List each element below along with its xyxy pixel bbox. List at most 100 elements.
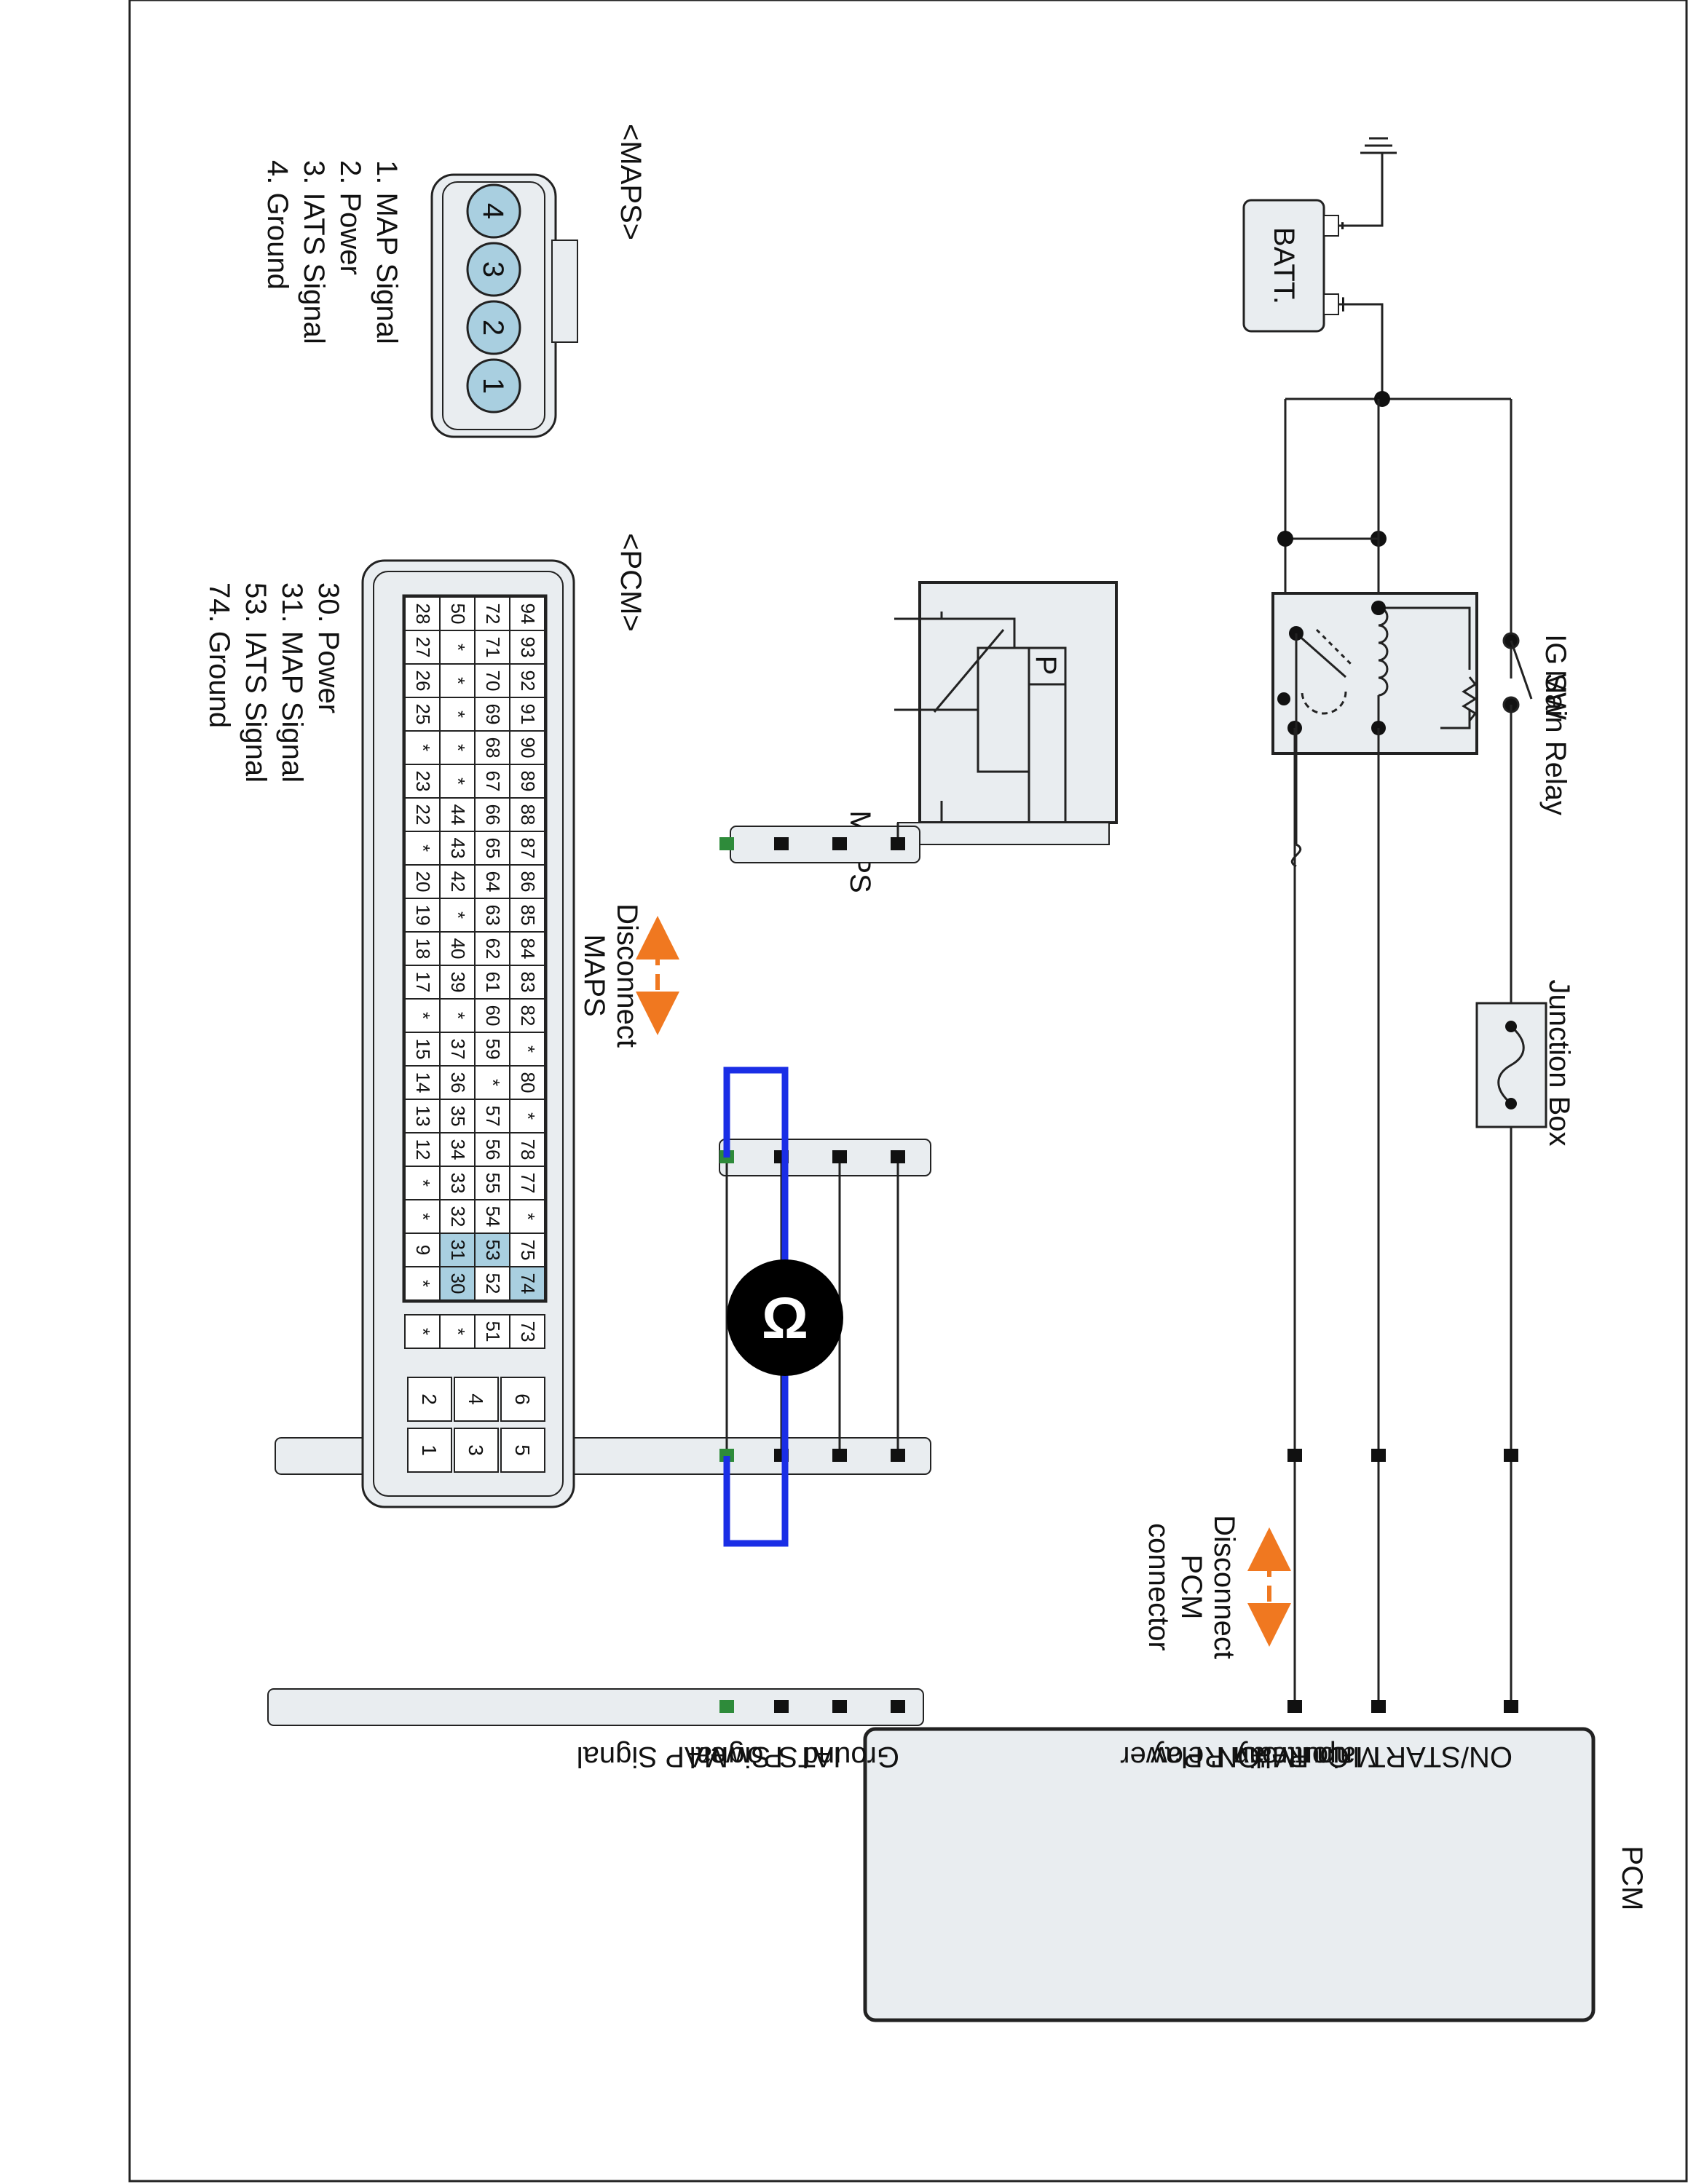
main-relay [1271,592,1478,755]
pcm-pin-number: 53 [482,1240,504,1261]
svg-text:Disconnect: Disconnect [1208,1515,1240,1659]
pcm-pin-number: 60 [482,1005,504,1026]
pcm-pin-label: ON/START Input [1295,1741,1513,1773]
pcm-pin-number: * [447,744,469,751]
maps-sensor: P [894,581,1118,845]
pcm-pin-number: * [447,778,469,785]
pcm-pin-number: 63 [482,905,504,926]
pcm-pin-number: 71 [482,637,504,658]
pcm-pin-label: IATS Signal [690,1741,841,1773]
pcm-pin-number: 61 [482,972,504,993]
pcm-pin-number: 73 [517,1321,539,1342]
pcm-pin-number: 14 [412,1072,434,1093]
ig-sw-label: IG SW [1539,634,1571,720]
pcm-pin-number: 85 [517,905,539,926]
maps-pin-2 [466,300,521,355]
pcm-power-pin [407,1377,452,1422]
pcm-power-pin [500,1428,545,1473]
maps-pin-1 [466,358,521,414]
pcm-pin-number: * [447,1328,469,1335]
pcm-pin-label-line2: 'ON' Power [1120,1741,1266,1773]
pcm-pin-number: * [412,1213,434,1220]
ohm-symbol: Ω [762,1286,808,1350]
pcm-pin-number: 90 [517,737,539,759]
svg-text:Disconnect: Disconnect [611,903,643,1048]
pcm-pin-number: * [447,911,469,919]
wire-batt-plus [1338,303,1384,399]
pcm-pin-number: 52 [482,1273,504,1294]
pcm-pin-number: 12 [412,1139,434,1160]
pcm-pin-number: 69 [482,704,504,725]
pcm-pin-number: 44 [447,804,469,826]
pcm-pin-number: 91 [517,704,539,725]
pcm-pin-number: 27 [412,637,434,658]
pcm-power-pin-number: 5 [511,1444,534,1456]
pcm-pin-number: 87 [517,838,539,859]
disconnect-pcm-text: Disconnect PCM connector [1143,1515,1240,1659]
pcm-connector [267,1688,924,1726]
pcm-pin-label: Ground [802,1741,899,1773]
pcm-pin-number: 83 [517,972,539,993]
pcm-pin-number: 54 [482,1206,504,1227]
pcm-connector-face: <PCM> 94939291908988878685848382*80*7877… [361,533,647,1508]
pcm-power-pin-number: 3 [465,1444,487,1456]
junction-dot [1374,391,1390,407]
junction-box-label: Junction Box [1543,979,1575,1146]
maps-pin-number: 1 [477,378,509,394]
pcm-pin-number: 33 [447,1173,469,1194]
pcm-pin-number: 26 [412,670,434,692]
pcm-pin-number: 31 [447,1240,469,1261]
pcm-pin-number: 62 [482,938,504,960]
pcm-pin-number: 9 [412,1245,434,1255]
pcm-pin-number: 93 [517,637,539,658]
svg-text:connector: connector [1143,1523,1175,1651]
pcm-pin-number: 74 [517,1273,539,1294]
ohmmeter: Ω [727,1259,843,1376]
pcm-pin-number: 94 [517,604,539,625]
svg-text:MAPS: MAPS [578,934,610,1016]
main-relay-label: Main Relay [1539,670,1571,815]
pcm-pin-number: 20 [412,871,434,893]
pcm-power-pin [407,1428,452,1473]
pcm-pin-number: 55 [482,1173,504,1194]
pcm-power-pin-number: 4 [465,1393,487,1405]
pcm-pin-number: * [447,711,469,718]
pcm-pin-number: 72 [482,604,504,625]
pcm-pin-number: 88 [517,804,539,826]
pcm-pin-number: 17 [412,972,434,993]
pcm-pin-number: 18 [412,938,434,960]
battery-label: BATT. [1268,227,1300,304]
pcm-pin-number: * [517,1045,539,1053]
pcm-connector-title: <PCM> [615,533,647,632]
ground-symbol [1338,137,1397,227]
maps-pin-number: 3 [477,261,509,277]
pcm-module [863,1727,1596,2022]
pcm-pin-number: 65 [482,838,504,859]
pcm-pin-number: 78 [517,1139,539,1160]
pcm-power-pin [454,1377,499,1422]
pcm-power-pin [500,1377,545,1422]
maps-pin-number: 2 [477,320,509,336]
pcm-pin-number: 82 [517,1005,539,1026]
pcm-pin-number: * [412,844,434,852]
pcm-pin-number: 37 [447,1039,469,1060]
pcm-pin-number: 56 [482,1139,504,1160]
maps-legend-item: 1. MAP Signal [371,160,403,344]
pcm-pin-label: Main Relay [1151,1741,1296,1773]
pcm-pin-number: * [412,744,434,751]
pcm-pin-label: Power [701,1741,783,1773]
pcm-pin-number: 34 [447,1139,469,1160]
pcm-pin-number: * [447,1012,469,1019]
pcm-pin-number: 25 [412,704,434,725]
pcm-legend-item: 31. MAP Signal [276,582,308,783]
maps-legend-item: 4. Ground [261,160,293,290]
pcm-pin-number: * [412,1179,434,1187]
pcm-pin-label: Main Relay [1234,1741,1380,1773]
pcm-pin-number: 68 [482,737,504,759]
pcm-pin-number: 66 [482,804,504,826]
pcm-pin-number: 36 [447,1072,469,1093]
pcm-power-pin [454,1428,499,1473]
maps-legend-item: 3. IATS Signal [298,160,330,344]
pcm-pin-number: 57 [482,1106,504,1127]
